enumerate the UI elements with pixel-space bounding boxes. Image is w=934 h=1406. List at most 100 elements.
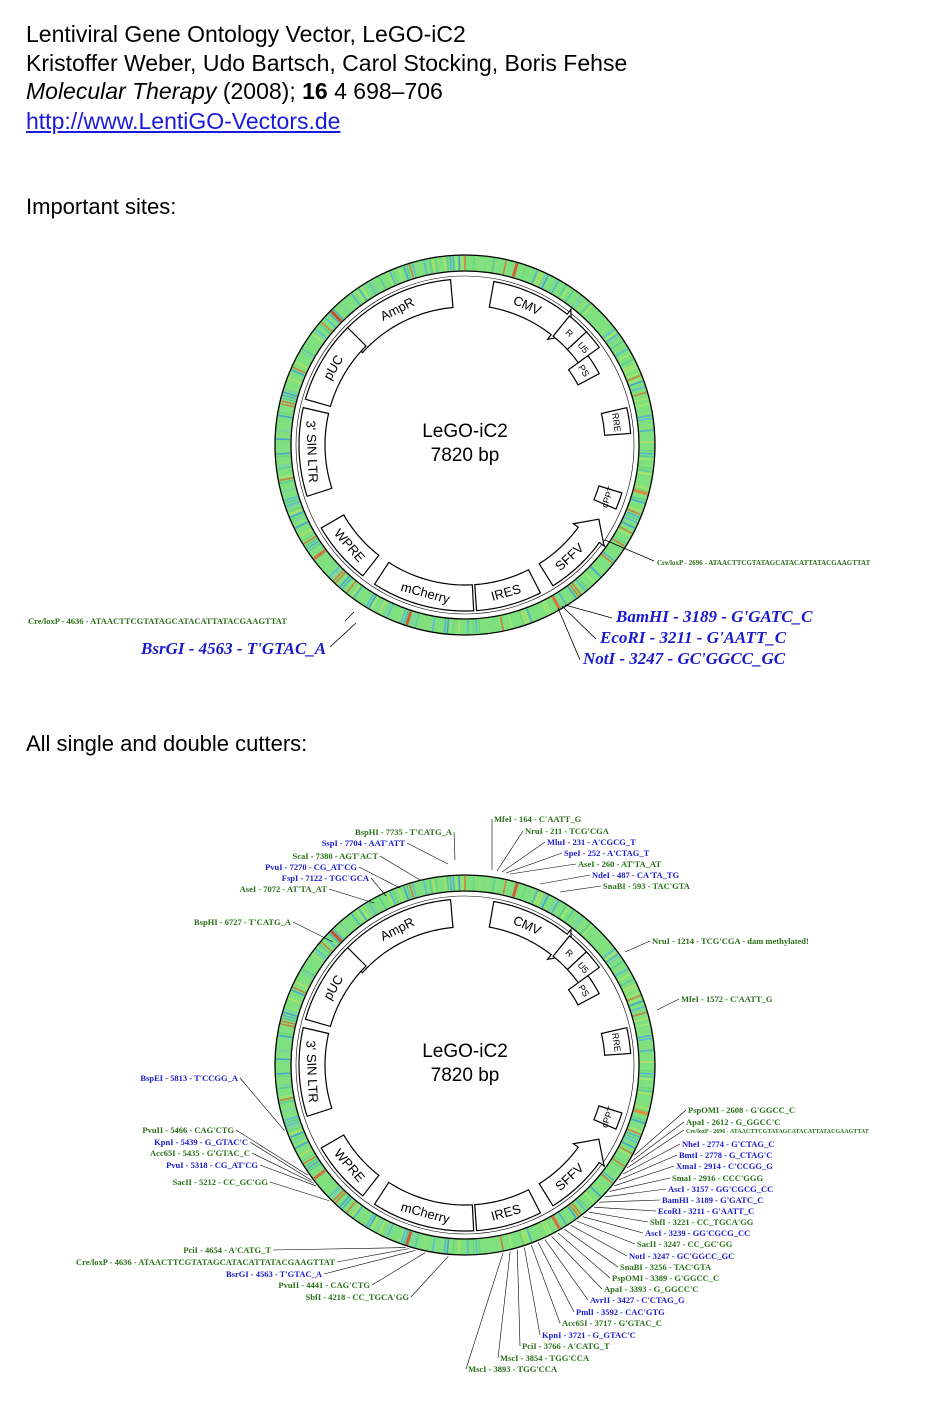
cutter-label: BamHI - 3189 - G'GATC_C	[662, 1195, 763, 1205]
leader-line	[370, 877, 387, 897]
leader-line	[656, 998, 680, 1011]
cutter-label: PmlI - 3592 - CAC'GTG	[576, 1307, 665, 1317]
feature-box	[320, 514, 380, 577]
feature-label: R	[564, 947, 576, 959]
leader-line	[622, 1143, 681, 1175]
leader-line	[336, 1248, 409, 1263]
leader-line	[328, 888, 375, 904]
cutter-leader-lines	[235, 819, 687, 1370]
ring-inner-border	[290, 270, 640, 620]
feature-box	[600, 406, 632, 436]
cutter-label: MscI - 3893 - TGG'CCA	[468, 1364, 558, 1374]
website-link[interactable]: http://www.LentiGO-Vectors.de	[26, 108, 341, 134]
site-label-ecori: EcoRI - 3211 - G'AATT_C	[599, 628, 787, 647]
leader-line	[564, 1228, 619, 1268]
leader-line	[509, 863, 577, 875]
feature-label: R	[564, 327, 576, 339]
cutter-label: AscI - 3157 - GG'CGCG_CC	[668, 1184, 773, 1194]
leader-line	[604, 1188, 667, 1198]
leader-line	[537, 1242, 575, 1313]
feature-box	[593, 485, 623, 510]
cutter-label: PciI - 4654 - A'CATG_T	[183, 1245, 271, 1255]
leader-line	[599, 1199, 661, 1203]
leader-line	[576, 1220, 636, 1245]
cutter-label: NheI - 2774 - G'CTAG_C	[682, 1139, 774, 1149]
cutter-label: Acc65I - 5435 - G'GTAC_C	[150, 1148, 250, 1158]
feature-box	[593, 1105, 623, 1130]
ring-inner-border	[290, 890, 640, 1240]
cutter-label: PvuI - 7270 - CG_AT'CG	[265, 862, 357, 872]
leader-line	[358, 866, 401, 889]
cutter-label: MfeI - 1572 - C'AATT_G	[681, 994, 773, 1004]
ring-stripes	[276, 876, 654, 1254]
leader-line	[618, 1154, 678, 1181]
cutter-label: NruI - 1214 - TCG'CGA - dam methylated!	[652, 936, 809, 946]
feature-label: RRE	[610, 412, 623, 432]
leader-line	[593, 1206, 657, 1212]
leader-line	[251, 1152, 314, 1184]
feature-box	[304, 326, 367, 408]
leader-line	[371, 1252, 426, 1286]
plasmid-size: 7820 bp	[431, 445, 500, 466]
leader-line	[249, 1141, 312, 1181]
leader-line	[496, 830, 524, 872]
journal-volume: 16	[302, 78, 328, 104]
cutter-label: ApaI - 3393 - G_GGCC'C	[604, 1284, 698, 1294]
feature-box	[538, 518, 606, 587]
leader-line	[501, 841, 546, 873]
feature-box	[474, 568, 542, 612]
feature-box	[600, 1026, 632, 1056]
cutter-label: BmtI - 2778 - G_CTAG'C	[679, 1150, 772, 1160]
leader-line	[524, 1247, 541, 1336]
leader-line	[259, 1164, 316, 1187]
leader-line	[379, 855, 421, 881]
plasmid-size: 7820 bp	[431, 1065, 500, 1086]
cutter-label: SspI - 7704 - AAT'ATT	[322, 838, 406, 848]
leader-line	[239, 1077, 285, 1131]
important-site-labels: BamHI - 3189 - G'GATC_C EcoRI - 3211 - G…	[28, 559, 871, 668]
cutter-label: Cre/loxP - 2696 - ATAACTTCGTATAGCATACATT…	[686, 1129, 869, 1135]
leader-line	[557, 1232, 611, 1279]
cutter-label: NdeI - 487 - CA'TA_TG	[592, 870, 680, 880]
cutter-label: SmaI - 2916 - CCC'GGG	[672, 1173, 764, 1183]
leader-line	[634, 1109, 687, 1156]
feature-box	[340, 278, 454, 354]
leader-line	[323, 1250, 416, 1275]
feature-box	[538, 1138, 606, 1207]
leader-line	[604, 539, 655, 562]
plasmid-name: LeGO-iC2	[422, 1041, 508, 1062]
cutter-label: SbfI - 3221 - CC_TGCA'GG	[650, 1217, 754, 1227]
cutter-label: Cre/loxP - 4636 - ATAACTTCGTATAGCATACATT…	[76, 1257, 335, 1267]
leader-line	[453, 831, 456, 861]
leader-line	[344, 611, 355, 622]
journal-pages: 4 698–706	[334, 78, 443, 104]
site-label-bsrgi: BsrGI - 4563 - T'GTAC_A	[140, 639, 326, 658]
leader-line	[516, 1249, 521, 1347]
leader-line	[614, 1165, 675, 1187]
leader-line	[292, 921, 334, 943]
cutter-label: NruI - 211 - TCG'CGA	[525, 826, 610, 836]
leader-line	[235, 1129, 308, 1176]
leader-line	[561, 605, 597, 640]
cutter-label: XmaI - 2914 - C'CCGG_G	[676, 1161, 773, 1171]
cutter-label: MfeI - 164 - C'AATT_G	[494, 814, 582, 824]
leader-line	[582, 1216, 644, 1234]
leader-line	[497, 1251, 511, 1359]
cutter-label: PvuII - 5466 - CAG'CTG	[142, 1125, 234, 1135]
leader-line	[557, 607, 581, 661]
plasmid-name: LeGO-iC2	[422, 421, 508, 442]
leader-line	[539, 874, 591, 885]
citation-title: Lentiviral Gene Ontology Vector, LeGO-iC…	[26, 21, 466, 47]
ring-outer-border	[274, 874, 656, 1256]
leader-line	[588, 1211, 649, 1223]
leader-line	[544, 1239, 589, 1301]
cutter-label: SbfI - 4218 - CC_TGCA'GG	[306, 1292, 410, 1302]
journal-year: (2008);	[222, 78, 296, 104]
backbone-circle	[295, 275, 635, 615]
feature-box	[474, 1188, 542, 1232]
leader-line	[269, 1181, 330, 1202]
feature-label: 3' SIN LTR	[303, 420, 321, 483]
